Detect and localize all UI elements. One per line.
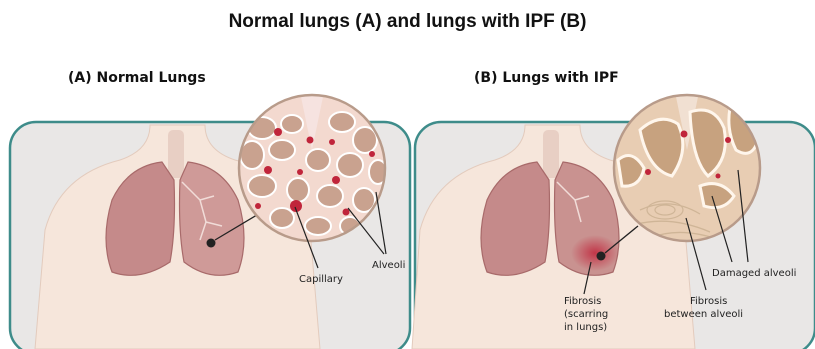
panel-b-heading: (B) Lungs with IPF bbox=[474, 70, 619, 86]
label-capillary: Capillary bbox=[299, 274, 343, 285]
label-fibrosis-between-line2: between alveoli bbox=[664, 309, 743, 320]
label-damaged-alveoli: Damaged alveoli bbox=[712, 268, 796, 279]
label-fibrosis-between-line1: Fibrosis bbox=[690, 296, 727, 307]
label-alveoli: Alveoli bbox=[372, 260, 405, 271]
panel-a-lung-marker bbox=[207, 239, 216, 248]
panel-a-heading: (A) Normal Lungs bbox=[68, 70, 206, 86]
panel-b-magnified-fibrosis bbox=[614, 92, 760, 241]
panel-b-lesion-marker bbox=[597, 252, 606, 261]
label-scarring-line1: Fibrosis bbox=[564, 296, 601, 307]
label-scarring-line3: in lungs) bbox=[564, 322, 607, 333]
label-scarring-line2: (scarring bbox=[564, 309, 608, 320]
panel-a-magnified-alveoli bbox=[239, 92, 387, 241]
